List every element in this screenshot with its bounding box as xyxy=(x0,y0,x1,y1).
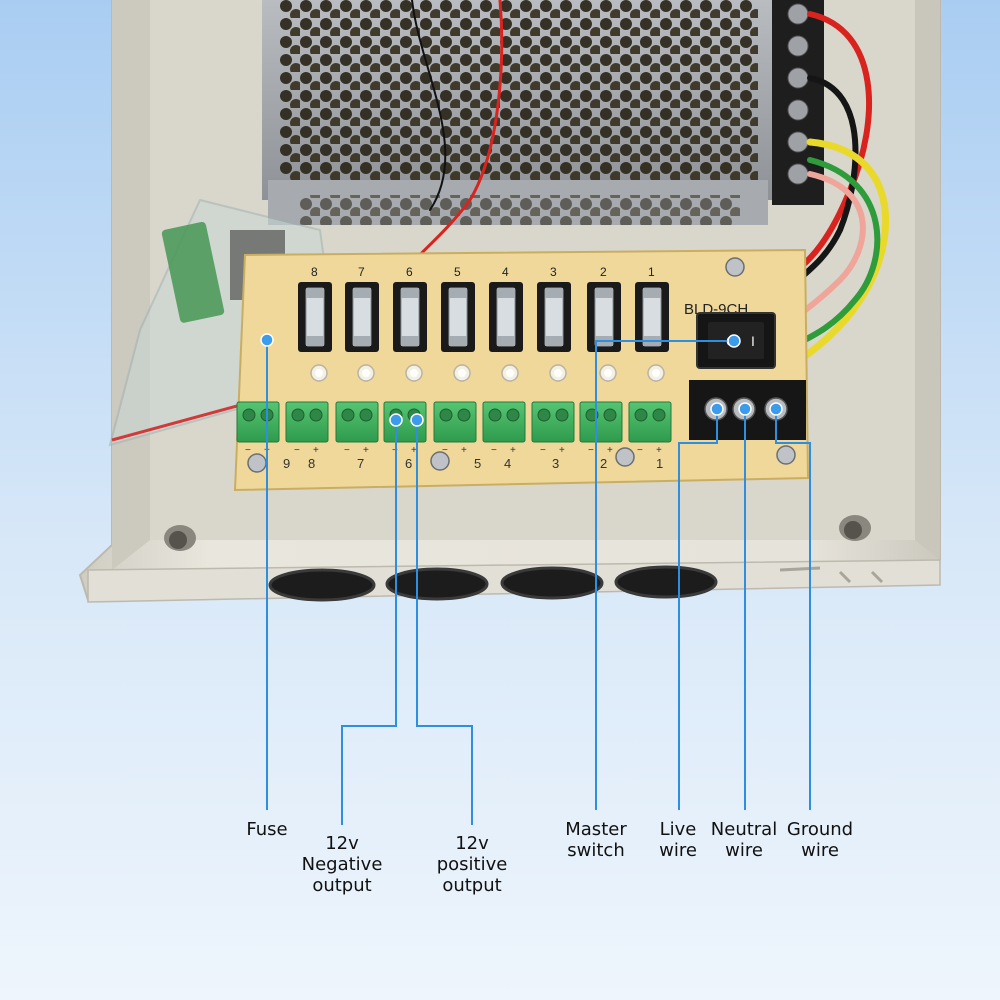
output-terminal-1: −+ xyxy=(628,401,672,456)
output-terminal-row: −+−+−+−+−+−+−+−+−+ xyxy=(236,401,672,456)
polarity-minus-label: − xyxy=(637,445,643,456)
indicator-led xyxy=(310,364,328,382)
polarity-minus-label: − xyxy=(540,445,546,456)
mounting-slot-left xyxy=(164,525,196,551)
ground-wire-callout-line xyxy=(775,409,811,810)
cable-grommets xyxy=(268,565,718,602)
svg-text:I: I xyxy=(751,333,755,349)
callout-dots xyxy=(260,333,783,427)
negative-output-label: 12v Negative output xyxy=(301,833,383,896)
indicator-led xyxy=(647,364,665,382)
indicator-led xyxy=(357,364,375,382)
fuse-row: 8 7 6 5 4 3 2 1 xyxy=(298,265,669,352)
polarity-plus-label: + xyxy=(313,445,319,456)
led-row xyxy=(310,364,665,382)
neutral-wire-label: Neutral wire xyxy=(710,819,778,861)
channel-number: 6 xyxy=(405,456,412,471)
indicator-led xyxy=(549,364,567,382)
channel-number-row: 9 8 7 6 5 4 3 2 1 xyxy=(283,456,663,471)
fuse-holder-3: 3 xyxy=(537,265,571,352)
output-terminal-7: −+ xyxy=(335,401,379,456)
fuse-number: 2 xyxy=(600,265,607,279)
mains-wires xyxy=(408,0,889,364)
fuse-holder-8: 8 xyxy=(298,265,332,352)
output-terminal-2: −+ xyxy=(579,401,623,456)
fuse-number: 1 xyxy=(648,265,655,279)
fuse-holder-1: 1 xyxy=(635,265,669,352)
fuse-number: 8 xyxy=(311,265,318,279)
channel-number: 3 xyxy=(552,456,559,471)
channel-number: 1 xyxy=(656,456,663,471)
fuse-number: 7 xyxy=(358,265,365,279)
channel-number: 2 xyxy=(600,456,607,471)
polarity-plus-label: + xyxy=(510,445,516,456)
negative-output-callout-line xyxy=(341,420,397,825)
polarity-minus-label: − xyxy=(344,445,350,456)
output-terminal-5: −+ xyxy=(433,401,477,456)
polarity-plus-label: + xyxy=(656,445,662,456)
positive-output-label: 12v positive output xyxy=(436,833,508,896)
master-switch-callout-line xyxy=(595,340,734,810)
polarity-minus-label: − xyxy=(588,445,594,456)
callout-lines xyxy=(266,340,811,825)
polarity-minus-label: − xyxy=(245,445,251,456)
polarity-plus-label: + xyxy=(559,445,565,456)
fuse-holder-5: 5 xyxy=(441,265,475,352)
channel-number: 7 xyxy=(357,456,364,471)
channel-number: 8 xyxy=(308,456,315,471)
output-terminal-3: −+ xyxy=(531,401,575,456)
channel-number: 9 xyxy=(283,456,290,471)
mounting-slot-right xyxy=(839,515,871,541)
polarity-plus-label: + xyxy=(461,445,467,456)
live-wire-label: Live wire xyxy=(659,819,697,861)
channel-number: 5 xyxy=(474,456,481,471)
output-terminal-8: −+ xyxy=(285,401,329,456)
polarity-minus-label: − xyxy=(294,445,300,456)
indicator-led xyxy=(405,364,423,382)
power-supply-unit xyxy=(262,0,824,225)
fuse-number: 4 xyxy=(502,265,509,279)
polarity-minus-label: − xyxy=(442,445,448,456)
board-screws xyxy=(247,257,796,473)
fuse-label: Fuse xyxy=(246,819,288,840)
positive-output-callout-line xyxy=(416,420,473,825)
channel-number: 4 xyxy=(504,456,511,471)
indicator-led xyxy=(501,364,519,382)
polarity-plus-label: + xyxy=(607,445,613,456)
polarity-plus-label: + xyxy=(363,445,369,456)
fuse-number: 5 xyxy=(454,265,461,279)
fuse-holder-7: 7 xyxy=(345,265,379,352)
fuse-holder-6: 6 xyxy=(393,265,427,352)
ground-wire-label: Ground wire xyxy=(786,819,854,861)
fuse-number: 3 xyxy=(550,265,557,279)
polarity-minus-label: − xyxy=(491,445,497,456)
indicator-led xyxy=(453,364,471,382)
live-wire-callout-line xyxy=(678,409,718,810)
output-terminal-4: −+ xyxy=(482,401,526,456)
master-switch-label: Master switch xyxy=(565,819,627,861)
polarity-plus-label: + xyxy=(411,445,417,456)
fuse-number: 6 xyxy=(406,265,413,279)
indicator-led xyxy=(599,364,617,382)
fuse-holder-4: 4 xyxy=(489,265,523,352)
